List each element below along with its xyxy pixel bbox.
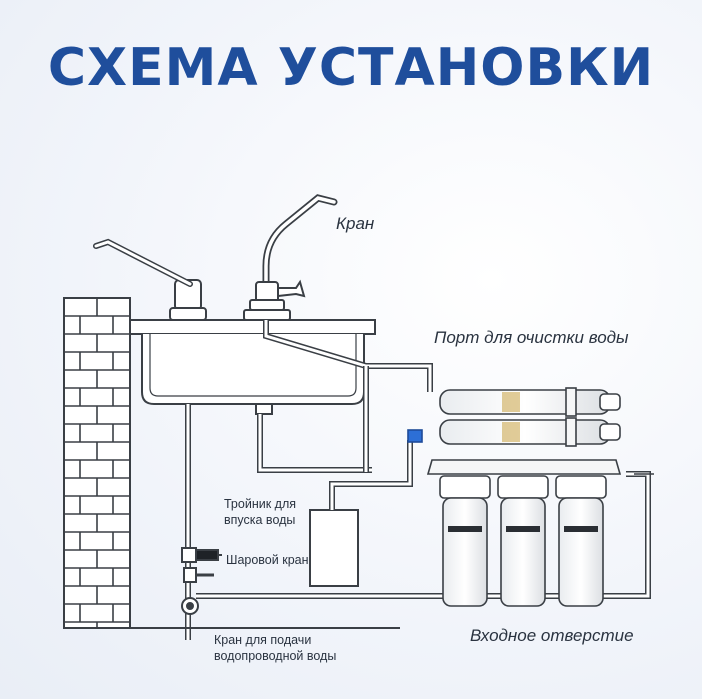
supply-valve-label: Кран для подачи водопроводной воды (214, 632, 336, 664)
filter-label-band (564, 526, 598, 532)
supply-valve-label-line1: Кран для подачи (214, 633, 312, 647)
faucet-label: Кран (336, 214, 375, 233)
ball-valve (183, 567, 214, 583)
brick-pattern (64, 298, 130, 628)
inlet-tee-label-line1: Тройник для (224, 497, 297, 511)
inlet-tee-label-line2: впуска воды (224, 513, 296, 527)
filter-label-band (448, 526, 482, 532)
filter-cap (555, 475, 607, 499)
soap-dispenser (93, 238, 207, 321)
supply-line-to-ro (196, 471, 654, 599)
ro-faucet (243, 194, 338, 321)
purified-port-label: Порт для очистки воды (434, 328, 629, 347)
filter-canister (500, 497, 546, 607)
filter-cap (439, 475, 491, 499)
storage-tank (309, 440, 413, 587)
inlet-label: Входное отверстие (470, 626, 634, 645)
filter-canister (442, 497, 488, 607)
sink-basin (141, 334, 365, 405)
filter-label-band (506, 526, 540, 532)
supply-valve-label-line2: водопроводной воды (214, 649, 337, 663)
supply-valve (181, 597, 199, 615)
filter-canister (558, 497, 604, 607)
ball-valve-label: Шаровой кран (226, 553, 309, 567)
faucet-to-ro-pipe (263, 320, 433, 472)
ro-filter-system (407, 387, 622, 607)
inlet-tee-label: Тройник для впуска воды (224, 496, 296, 528)
sink-drain (255, 403, 372, 473)
brick-wall (63, 297, 131, 629)
inlet-tee (181, 547, 222, 563)
filter-cap (497, 475, 549, 499)
countertop (129, 319, 376, 335)
page-title: СХЕМА УСТАНОВКИ (47, 38, 655, 98)
